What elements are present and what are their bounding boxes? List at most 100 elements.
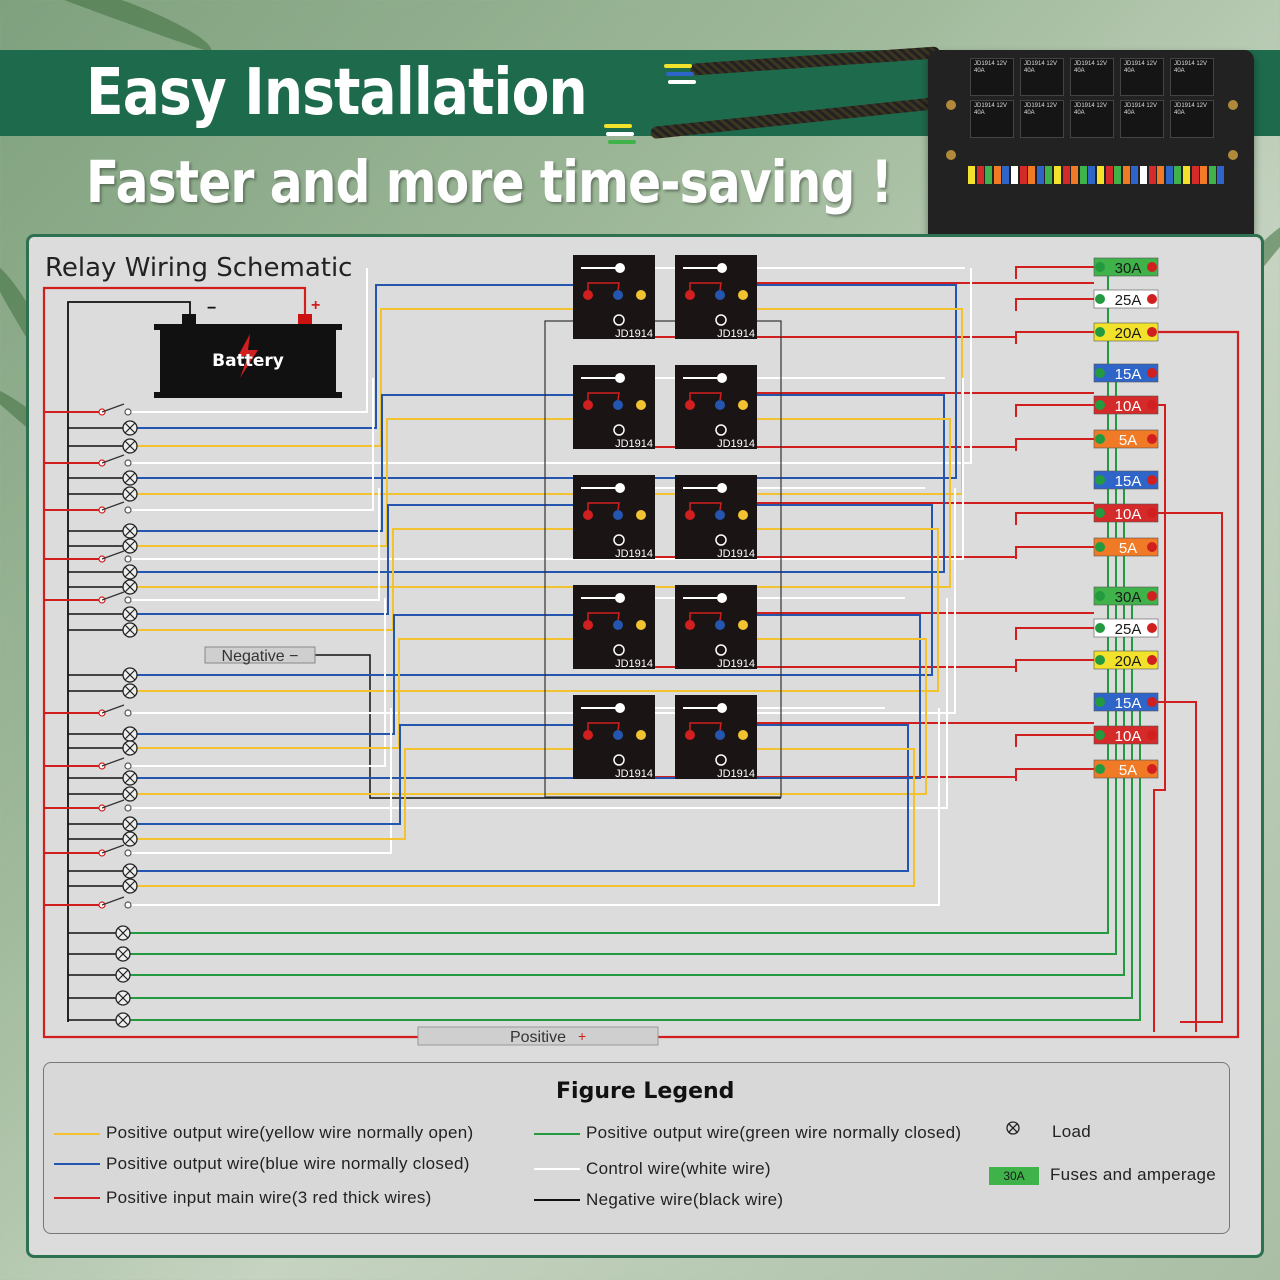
relay-terminal-ground — [715, 644, 727, 656]
mount-screw-icon — [1228, 150, 1238, 160]
load-x-circle-icon — [68, 831, 138, 847]
product-relay-label: JD1914 12V 40A — [1074, 61, 1108, 74]
product-relay: JD1914 12V 40A — [1120, 58, 1164, 96]
product-relay-label: JD1914 12V 40A — [1124, 103, 1158, 116]
relay-terminal-white — [615, 263, 625, 273]
load-x-circle-icon — [68, 579, 138, 595]
legend-line-red — [54, 1197, 100, 1199]
switch-lever — [101, 896, 125, 906]
product-relay: JD1914 12V 40A — [970, 58, 1014, 96]
switch-contact — [124, 849, 132, 857]
product-relay: JD1914 12V 40A — [1170, 100, 1214, 138]
fuse: 30A — [1093, 257, 1159, 277]
switch-contact — [124, 762, 132, 770]
switch-contact — [124, 555, 132, 563]
relay: JD1914 — [573, 475, 655, 560]
fuse-body — [1093, 692, 1159, 712]
product-relay-label: JD1914 12V 40A — [1024, 61, 1058, 74]
load-x-circle-icon — [68, 925, 131, 941]
fuse-amp-label: 10A — [1115, 506, 1142, 523]
red-main-wire — [1158, 512, 1223, 1023]
load-x-circle-icon — [68, 946, 131, 962]
load-x-circle-icon — [68, 726, 138, 742]
fuse-terminal-right — [1147, 591, 1157, 601]
black-negative-wire — [315, 654, 781, 799]
load-x-circle-icon — [68, 667, 138, 683]
product-fuse — [1097, 166, 1104, 184]
switch-contact — [124, 506, 132, 514]
fuse-terminal-left — [1095, 508, 1105, 518]
relay-contact — [689, 392, 722, 405]
relay-terminal-yellow — [738, 620, 748, 630]
product-fuse — [968, 166, 975, 184]
battery-label: Battery — [212, 351, 284, 371]
fuse-terminal-left — [1095, 623, 1105, 633]
relay-terminal-ground — [613, 424, 625, 436]
relay-terminal-white — [615, 593, 625, 603]
relay-contact — [689, 722, 722, 735]
load-x-circle-icon — [68, 538, 138, 554]
fuse-body — [1093, 322, 1159, 342]
product-fuse — [1062, 166, 1070, 184]
fuse-terminal-left — [1095, 542, 1105, 552]
relay-model-label: JD1914 — [615, 768, 653, 780]
relay-model-label: JD1914 — [615, 658, 653, 670]
relay-terminal-blue — [715, 400, 725, 410]
fuse-terminal-left — [1095, 368, 1105, 378]
switch-lever — [101, 799, 125, 809]
fuse: 15A — [1093, 470, 1159, 490]
fuse: 20A — [1093, 322, 1159, 342]
fuse: 5A — [1093, 429, 1159, 449]
load-cross — [124, 728, 136, 740]
relay-terminal-white — [615, 373, 625, 383]
fuse-terminal-left — [1095, 434, 1105, 444]
fuse-body — [1093, 503, 1159, 523]
fuse-terminal-left — [1095, 655, 1105, 665]
fuse-body — [1093, 725, 1159, 745]
legend-item-black: Negative wire(black wire) — [586, 1190, 784, 1209]
relay: JD1914 — [675, 695, 757, 780]
load-cross — [124, 488, 136, 500]
fuse-terminal-right — [1147, 508, 1157, 518]
wire-end — [608, 140, 636, 144]
white-control-wire — [130, 488, 380, 601]
relay-terminal-blue — [613, 290, 623, 300]
product-fuse — [1148, 166, 1156, 184]
product-fuse — [1122, 166, 1130, 184]
switch-lever — [101, 844, 125, 854]
load-cross — [117, 927, 129, 939]
load-cross — [124, 772, 136, 784]
red-fuse-feed — [1015, 734, 1094, 747]
relay-terminal-blue — [715, 510, 725, 520]
legend-item-blue: Positive output wire(blue wire normally … — [106, 1154, 470, 1173]
load-x-circle-icon — [68, 683, 138, 699]
load-cross — [124, 669, 136, 681]
load-cross — [124, 742, 136, 754]
load-x-circle-icon — [68, 878, 138, 894]
fuse-terminal-right — [1147, 542, 1157, 552]
relay-terminal-blue — [613, 400, 623, 410]
fuse: 15A — [1093, 363, 1159, 383]
red-fuse-feed — [1015, 512, 1094, 525]
product-fuse — [1036, 166, 1044, 184]
relay-terminal-white — [717, 373, 727, 383]
load-cross — [124, 472, 136, 484]
fuse-amp-label: 15A — [1115, 473, 1142, 490]
white-control-wire — [130, 708, 392, 854]
relay-terminal-white — [717, 703, 727, 713]
product-fuse — [1208, 166, 1216, 184]
product-relay: JD1914 12V 40A — [1020, 100, 1064, 138]
fuse-terminal-left — [1095, 697, 1105, 707]
fuse-amp-label: 5A — [1119, 432, 1137, 449]
fuse: 5A — [1093, 537, 1159, 557]
red-fuse-feed — [1015, 627, 1094, 640]
fuse: 30A — [1093, 586, 1159, 606]
fuse-terminal-left — [1095, 400, 1105, 410]
product-fuse — [976, 166, 984, 184]
switch-lever — [101, 591, 125, 601]
legend-line-white — [534, 1168, 580, 1170]
relay-terminal-ground — [715, 424, 727, 436]
load-x-circle-icon — [68, 990, 131, 1006]
relay-terminal-white — [717, 483, 727, 493]
legend-fuse-sample: 30A — [989, 1167, 1039, 1185]
